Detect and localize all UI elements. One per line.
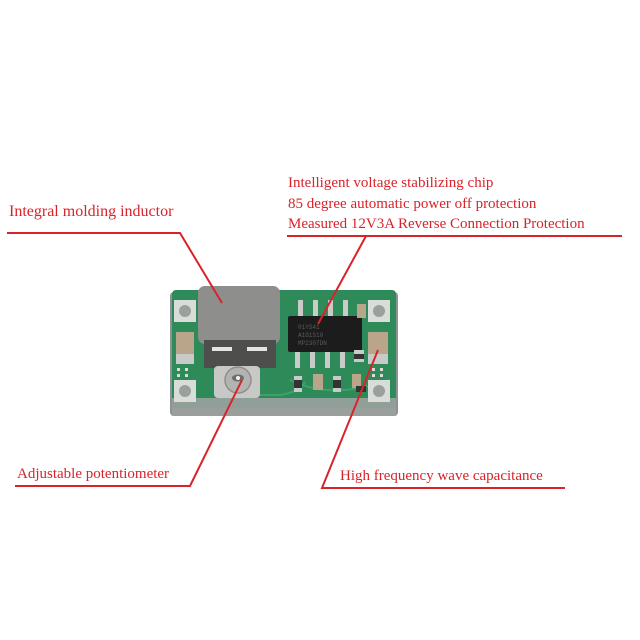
chip-leader-line (317, 235, 367, 325)
capacitance-leader-line (320, 349, 565, 489)
right-capacitor (368, 332, 388, 354)
regulator-chip (288, 316, 362, 352)
label-chip-line-2: 85 degree automatic power off protection (288, 196, 537, 212)
svg-text:A1G1S10: A1G1S10 (298, 332, 324, 339)
label-potentiometer: Adjustable potentiometer (17, 466, 170, 482)
left-capacitor (176, 332, 194, 354)
svg-text:MP2307DN: MP2307DN (298, 340, 327, 347)
label-inductor: Integral molding inductor (9, 203, 174, 220)
svg-text:01YS41: 01YS41 (298, 324, 320, 331)
label-chip-line-3: Measured 12V3A Reverse Connection Protec… (288, 216, 585, 232)
label-capacitance: High frequency wave capacitance (340, 468, 543, 484)
inductor-leader-line (7, 232, 223, 304)
molding-inductor (198, 286, 280, 344)
label-chip-line-1: Intelligent voltage stabilizing chip (288, 175, 494, 191)
potentiometer-leader-line (15, 379, 243, 487)
